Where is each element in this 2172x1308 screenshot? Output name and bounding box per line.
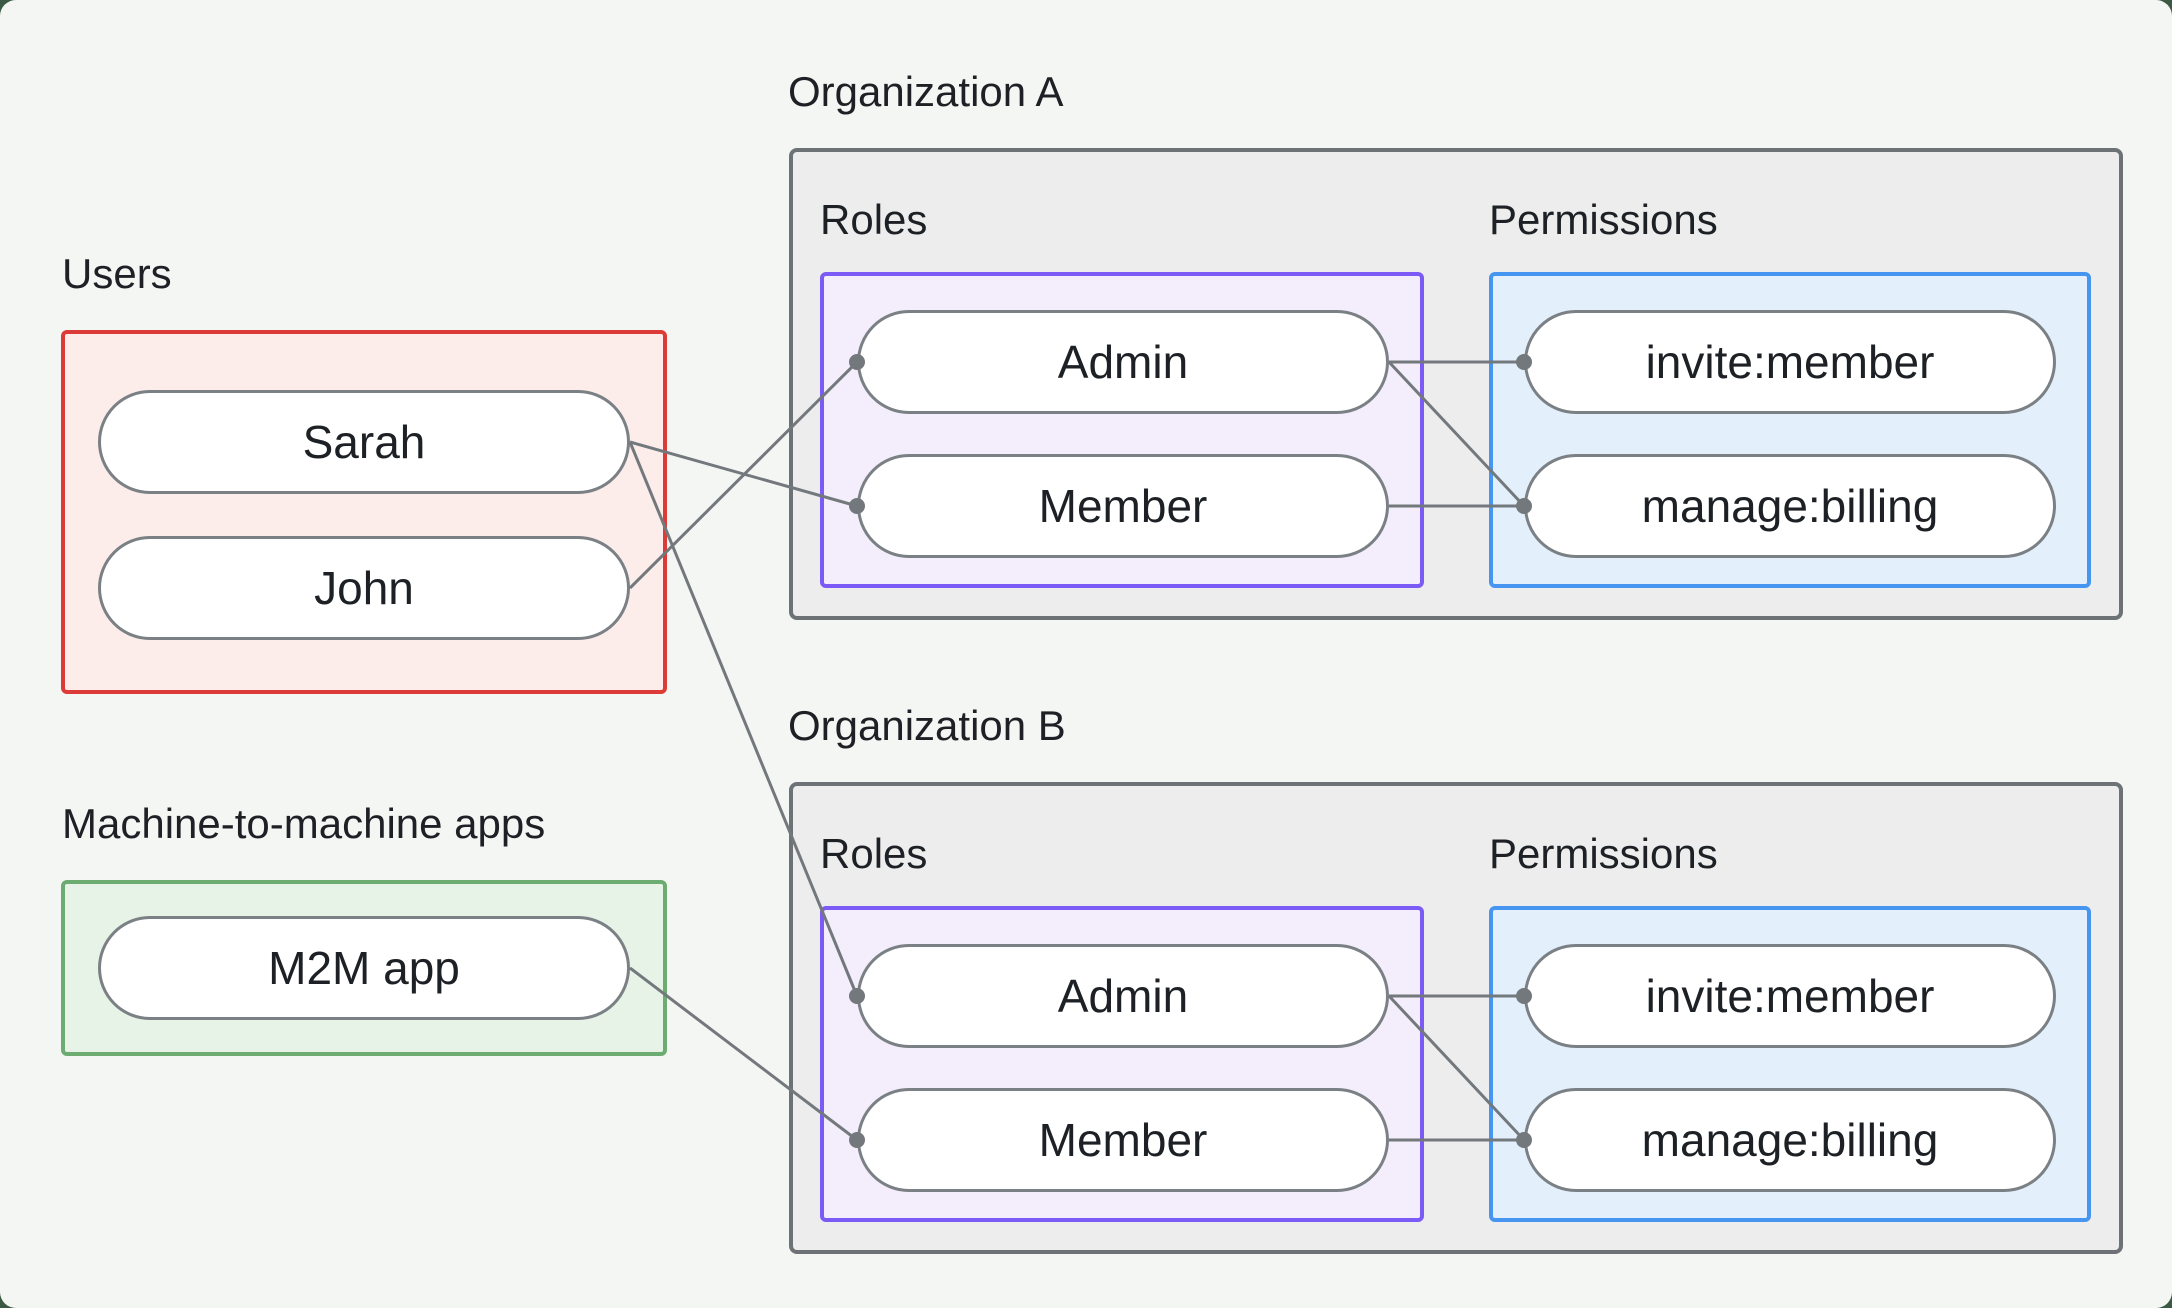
- m2m-app-node: M2M app: [98, 916, 630, 1020]
- org-a-permission-invite-member: invite:member: [1524, 310, 2056, 414]
- user-node-john: John: [98, 536, 630, 640]
- org-a-permission-manage-billing: manage:billing: [1524, 454, 2056, 558]
- m2m-apps-label: Machine-to-machine apps: [62, 800, 546, 847]
- org-a-permissions-box: invite:member manage:billing: [1489, 272, 2091, 588]
- org-a-roles-label: Roles: [820, 196, 928, 243]
- org-a-permissions-label: Permissions: [1489, 196, 1718, 243]
- organization-b-label: Organization B: [788, 702, 1066, 749]
- org-b-role-admin: Admin: [857, 944, 1389, 1048]
- organization-a-label: Organization A: [788, 68, 1064, 115]
- org-b-roles-label: Roles: [820, 830, 928, 877]
- org-b-role-member: Member: [857, 1088, 1389, 1192]
- org-b-permission-manage-billing: manage:billing: [1524, 1088, 2056, 1192]
- organization-a-box: Roles Admin Member Permissions invite:me…: [789, 148, 2123, 620]
- users-group-box: Sarah John: [61, 330, 667, 694]
- user-node-sarah: Sarah: [98, 390, 630, 494]
- org-b-permissions-box: invite:member manage:billing: [1489, 906, 2091, 1222]
- m2m-group-box: M2M app: [61, 880, 667, 1056]
- org-b-roles-box: Admin Member: [820, 906, 1424, 1222]
- organization-b-box: Roles Admin Member Permissions invite:me…: [789, 782, 2123, 1254]
- org-a-roles-box: Admin Member: [820, 272, 1424, 588]
- org-a-role-member: Member: [857, 454, 1389, 558]
- org-b-permissions-label: Permissions: [1489, 830, 1718, 877]
- org-b-permission-invite-member: invite:member: [1524, 944, 2056, 1048]
- users-label: Users: [62, 250, 172, 297]
- org-a-role-admin: Admin: [857, 310, 1389, 414]
